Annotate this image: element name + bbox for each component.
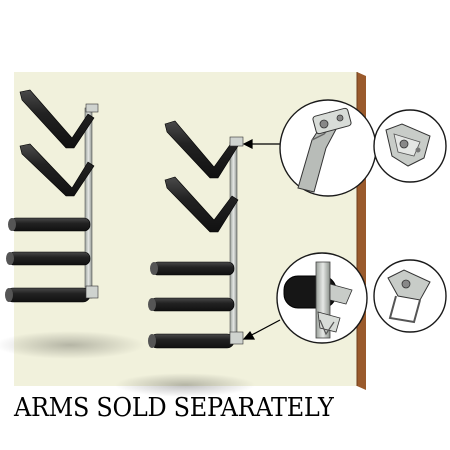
- detail-bottom-right: [373, 259, 447, 333]
- left-rack-pole: [84, 107, 93, 299]
- straight-arm: [151, 261, 235, 276]
- right-rack-pole: [229, 141, 238, 343]
- floor-shadow: [115, 373, 255, 397]
- straight-arm: [7, 251, 91, 266]
- detail-top-right: [373, 109, 447, 183]
- clamp-closeup-icon: [297, 107, 352, 193]
- right-rack: [148, 120, 244, 349]
- floor-shadow: [0, 331, 145, 359]
- detail-top-left: [279, 99, 377, 197]
- callout-arrows: [242, 139, 281, 340]
- surf-arm-v: [19, 89, 95, 149]
- straight-arm: [149, 297, 235, 312]
- straight-arm: [149, 333, 235, 349]
- arm-mount-closeup-icon: [283, 261, 353, 339]
- hook-bracket-closeup-icon: [387, 269, 431, 324]
- bracket-closeup-icon: [385, 123, 431, 167]
- detail-bottom-left: [276, 252, 368, 344]
- surf-arm-v: [164, 176, 239, 233]
- arms-sold-separately-caption: ARMS SOLD SEPARATELY: [14, 393, 334, 423]
- straight-arm: [9, 217, 91, 232]
- surf-arm-v: [19, 143, 95, 197]
- left-rack: [5, 89, 99, 303]
- straight-arm: [5, 287, 91, 303]
